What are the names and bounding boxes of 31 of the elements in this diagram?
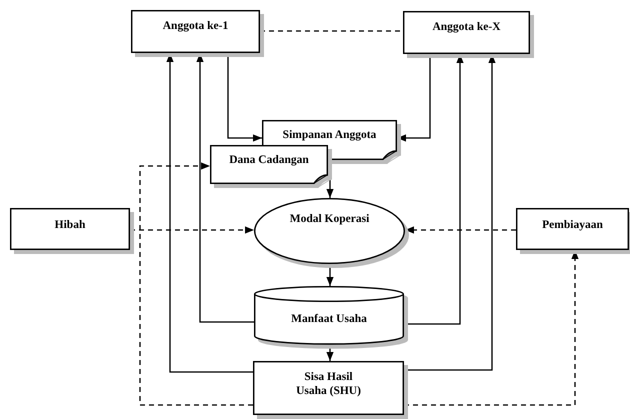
arrow xyxy=(227,53,262,142)
node-label: Anggota ke-X xyxy=(431,20,502,34)
process-ellipse xyxy=(254,198,405,264)
arrow xyxy=(404,226,516,234)
arrow xyxy=(326,264,334,286)
node-label: Manfaat Usaha xyxy=(290,312,368,326)
node-label: Sisa Hasil Usaha (SHU) xyxy=(295,370,362,398)
process-box xyxy=(10,208,130,250)
arrow xyxy=(404,250,579,406)
arrow xyxy=(196,53,254,323)
node-label: Pembiayaan xyxy=(541,218,604,232)
document-shape xyxy=(210,145,328,184)
node-label: Anggota ke-1 xyxy=(162,19,230,33)
process-box xyxy=(516,208,629,250)
arrow xyxy=(397,54,431,142)
process-box xyxy=(403,11,530,54)
node-label: Simpanan Anggota xyxy=(282,128,378,142)
connector-line xyxy=(260,30,403,32)
process-box xyxy=(253,361,404,415)
database-cylinder xyxy=(254,286,404,344)
arrow xyxy=(404,54,464,325)
arrow xyxy=(326,344,334,361)
process-box xyxy=(131,10,260,53)
node-label: Modal Koperasi xyxy=(288,212,370,226)
arrow xyxy=(139,162,253,406)
arrow xyxy=(130,226,254,234)
arrow xyxy=(166,53,253,373)
node-label: Hibah xyxy=(54,218,86,232)
arrow xyxy=(326,160,334,198)
node-label: Dana Cadangan xyxy=(228,153,310,167)
arrow xyxy=(404,54,496,371)
